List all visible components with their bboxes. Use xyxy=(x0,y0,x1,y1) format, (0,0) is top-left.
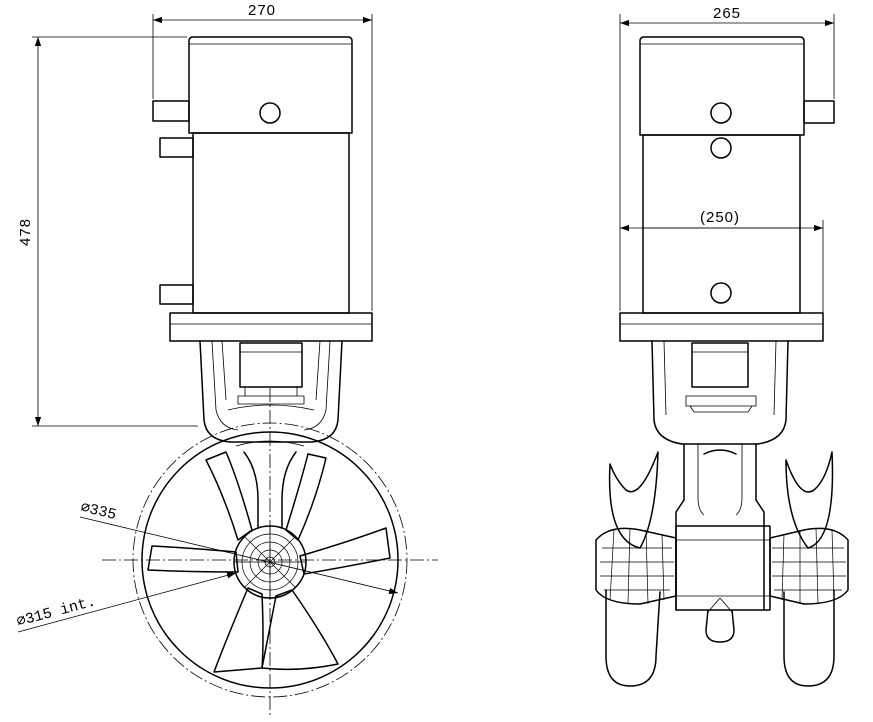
width-label-270: 270 xyxy=(248,2,276,19)
front-bolt-1 xyxy=(710,102,732,124)
side-view: 270 478 ∅335 ∅315 int. xyxy=(15,2,438,718)
front-gearbox xyxy=(675,525,771,611)
terminal-mid xyxy=(159,137,194,158)
front-flange xyxy=(619,312,824,342)
right-hub-mesh xyxy=(769,527,849,605)
leg-housing xyxy=(199,340,343,443)
width-label-265: 265 xyxy=(713,5,741,22)
front-gear-housing xyxy=(651,340,789,445)
left-blade-lower xyxy=(605,589,661,687)
motor-cap xyxy=(188,36,353,134)
blade-top-left xyxy=(205,451,253,541)
front-coupling xyxy=(691,342,749,388)
terminal-low xyxy=(159,284,194,305)
dia-315-leader xyxy=(17,572,237,633)
front-terminal xyxy=(803,100,835,124)
blade-left xyxy=(147,545,239,573)
blade-top-right xyxy=(285,453,327,541)
terminal-top xyxy=(152,100,190,122)
front-bolt-3 xyxy=(710,282,732,304)
front-motor-cap xyxy=(639,36,805,136)
shaft-coupling xyxy=(239,342,303,388)
cap-bolt-circle xyxy=(259,102,281,124)
right-blade-lower xyxy=(783,589,835,687)
height-label-478: 478 xyxy=(17,218,34,246)
front-skeg xyxy=(705,609,735,643)
right-blade-upper xyxy=(785,451,834,549)
left-hub-mesh xyxy=(595,527,677,605)
dia-335-label: ∅335 xyxy=(79,499,118,524)
blade-right xyxy=(299,527,391,575)
strut xyxy=(243,451,297,529)
dia-335-leader xyxy=(79,516,399,594)
left-blade-upper xyxy=(608,451,659,549)
dia-315-label: ∅315 int. xyxy=(15,593,98,630)
front-bolt-2 xyxy=(710,137,732,159)
front-view: 265 (250) xyxy=(595,5,849,687)
inner-width-label-250: (250) xyxy=(700,209,740,226)
front-neck xyxy=(675,443,765,611)
blade-bottom xyxy=(213,587,264,673)
motor-body xyxy=(192,132,350,314)
mounting-flange xyxy=(169,312,373,342)
